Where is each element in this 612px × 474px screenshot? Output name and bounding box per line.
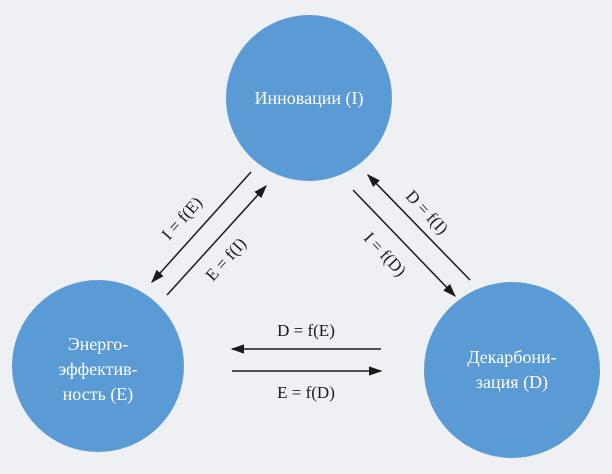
node-efficiency-line1: Энерго- — [68, 334, 128, 354]
svg-text:Декарбони-: Декарбони- — [467, 347, 556, 367]
edge-label-e-of-d: E = f(D) — [277, 383, 335, 402]
node-efficiency-line2: эффектив- — [58, 359, 137, 379]
arrow-d-to-i — [367, 174, 471, 281]
arrow-i-to-e — [151, 171, 252, 284]
arrow-e-to-i — [166, 185, 267, 296]
arrow-i-to-d — [352, 189, 456, 297]
edge-label-d-of-e: D = f(E) — [277, 321, 335, 340]
node-efficiency: Энерго- эффектив- ность (E) — [12, 280, 184, 452]
svg-text:Энерго-: Энерго- — [68, 334, 128, 354]
node-decarbonization: Декарбони- зация (D) — [424, 282, 600, 458]
node-decarbonization-line2: зация (D) — [476, 372, 548, 393]
svg-text:Инновации (I): Инновации (I) — [255, 88, 364, 109]
svg-text:эффектив-: эффектив- — [58, 359, 137, 379]
node-innovation-label: Инновации (I) — [255, 88, 364, 109]
svg-text:D = f(E): D = f(E) — [277, 321, 335, 340]
node-innovation: Инновации (I) — [226, 15, 392, 181]
node-decarbonization-line1: Декарбони- — [467, 347, 556, 367]
svg-text:E = f(D): E = f(D) — [277, 383, 335, 402]
svg-text:ность (E): ность (E) — [63, 384, 134, 405]
svg-text:зация (D): зация (D) — [476, 372, 548, 393]
node-efficiency-line3: ность (E) — [63, 384, 134, 405]
